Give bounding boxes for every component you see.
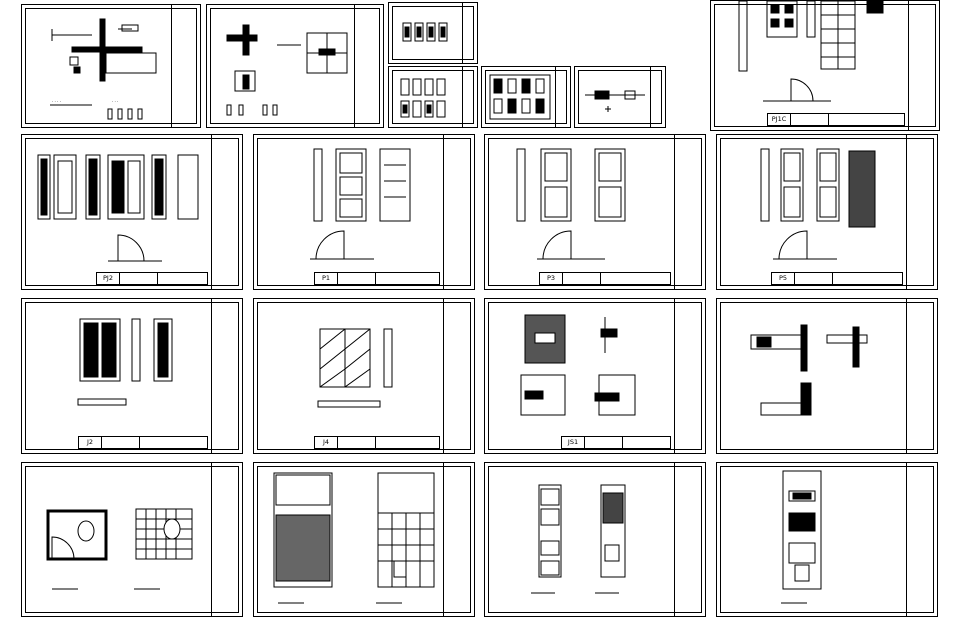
sheet-toilet-elevation-a[interactable] [253, 462, 475, 617]
sheet-pj1c[interactable]: PJ1C [710, 0, 940, 131]
sheet-sidebar [443, 299, 474, 453]
sheet-border [25, 138, 239, 286]
sheet-border [257, 466, 471, 613]
title-block: P1 [314, 272, 440, 285]
title-block: PJ2 [96, 272, 208, 285]
sheet-code: P5 [772, 273, 795, 284]
door-elevations [760, 148, 876, 260]
sheet-code: P3 [540, 273, 563, 284]
sheet-toilet-plan[interactable] [21, 462, 243, 617]
sheet-border [488, 302, 702, 450]
toilet-floor-plans [46, 508, 193, 590]
sheet-sidebar [906, 299, 937, 453]
door-elevations [402, 22, 448, 42]
sheet-code: P1 [315, 273, 338, 284]
sheet-j4[interactable]: J4 [253, 298, 475, 454]
sheet-border [485, 70, 567, 124]
sheet-border [257, 138, 471, 286]
sheet-toilet-elevation-b[interactable] [484, 462, 706, 617]
sheet-js1[interactable]: JS1 [484, 298, 706, 454]
door-elevations [77, 318, 173, 406]
sheet-sidebar [354, 5, 383, 127]
toilet-wall-elevations [531, 484, 626, 594]
sheet-sidebar [674, 463, 705, 616]
door-elevations [738, 1, 884, 102]
sheet-border [488, 138, 702, 286]
sheet-sidebar [211, 299, 242, 453]
sheet-sidebar [674, 135, 705, 289]
title-block: P3 [539, 272, 671, 285]
sheet-border [578, 70, 662, 124]
sheet-door-thumb-1[interactable] [388, 2, 478, 64]
sheet-door-thumb-2[interactable] [388, 66, 478, 128]
door-elevations [400, 78, 446, 118]
sheet-border [392, 70, 474, 124]
sheet-p5[interactable]: P5 [716, 134, 938, 290]
sheet-toilet-elevation-c[interactable] [716, 462, 938, 617]
sheet-sidebar [443, 463, 474, 616]
sheet-border [392, 6, 474, 60]
door-elevations [310, 148, 411, 260]
sheet-pj2[interactable]: PJ2 [21, 134, 243, 290]
sheet-border [257, 302, 471, 450]
sheet-border [720, 138, 934, 286]
sheet-border [720, 302, 934, 450]
detail-drawing: · · · · · · · [50, 18, 157, 120]
sheet-detail-a[interactable]: · · · · · · · [21, 4, 201, 128]
sheet-p3[interactable]: P3 [484, 134, 706, 290]
sheet-door-thumb-4[interactable] [574, 66, 666, 128]
svg-text:· · ·: · · · [112, 99, 118, 104]
sheet-border [25, 466, 239, 613]
door-elevations [37, 154, 199, 262]
sheet-border [25, 8, 197, 124]
sheet-sidebar [211, 135, 242, 289]
toilet-wall-elevations [273, 472, 435, 604]
sheet-border [210, 8, 380, 124]
door-elevations [317, 328, 393, 408]
toilet-wall-elevations [781, 470, 822, 604]
sheet-detail-b[interactable] [206, 4, 384, 128]
section-details [520, 314, 636, 416]
sheet-sidebar [650, 67, 665, 127]
sheet-detail-c[interactable] [716, 298, 938, 454]
title-block: J4 [314, 436, 440, 449]
detail-drawing [226, 24, 348, 116]
sheet-sidebar [908, 1, 939, 130]
sheet-sidebar [906, 463, 937, 616]
sheet-code: PJ1C [768, 114, 791, 125]
sheet-j2[interactable]: J2 [21, 298, 243, 454]
section-details [750, 324, 868, 416]
door-elevations [516, 148, 626, 260]
sheet-sidebar [555, 67, 570, 127]
sheet-sidebar [674, 299, 705, 453]
sheet-border [25, 302, 239, 450]
sheet-border [720, 466, 934, 613]
sheet-code: J2 [79, 437, 102, 448]
sheet-sidebar [443, 135, 474, 289]
sheet-sidebar [462, 3, 477, 63]
section-drawing [585, 90, 645, 112]
sheet-code: J4 [315, 437, 338, 448]
sheet-code: JS1 [562, 437, 585, 448]
door-elevations [489, 74, 551, 120]
svg-text:· · · ·: · · · · [52, 99, 61, 104]
title-block: PJ1C [767, 113, 905, 126]
sheet-border [488, 466, 702, 613]
sheet-code: PJ2 [97, 273, 120, 284]
sheet-sidebar [462, 67, 477, 127]
sheet-p1[interactable]: P1 [253, 134, 475, 290]
sheet-border [714, 4, 936, 127]
title-block: P5 [771, 272, 903, 285]
sheet-sidebar [171, 5, 200, 127]
title-block: JS1 [561, 436, 671, 449]
sheet-sidebar [211, 463, 242, 616]
sheet-sidebar [906, 135, 937, 289]
sheet-door-thumb-3[interactable] [481, 66, 571, 128]
title-block: J2 [78, 436, 208, 449]
